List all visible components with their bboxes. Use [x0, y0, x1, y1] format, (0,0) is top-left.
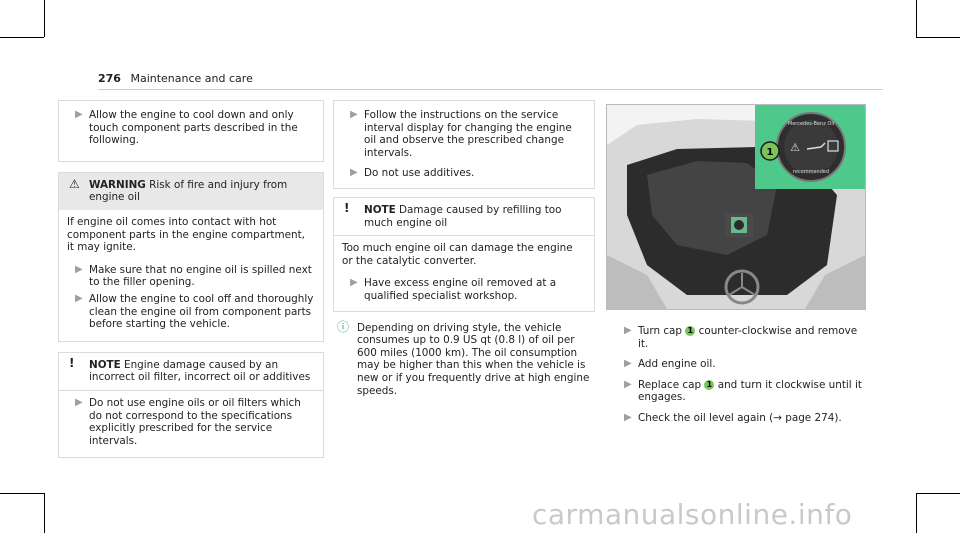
- warning-header: ⚠ WARNING Risk of fire and injury from e…: [59, 172, 323, 210]
- cap-recommended-text: recommended: [793, 169, 829, 175]
- info-icon: ⓘ: [337, 319, 350, 334]
- arrow-icon: ▶: [75, 396, 83, 408]
- callout-marker: [760, 141, 780, 161]
- arrow-icon: ▶: [75, 263, 83, 275]
- list-item: ▶ Allow the engine to cool off and thoro…: [75, 292, 314, 331]
- steps-panel: ▶ Follow the instructions on the service…: [333, 100, 595, 189]
- warning-triangle-icon: ⚠: [69, 176, 80, 191]
- warning-box: ⚠ WARNING Risk of fire and injury from e…: [58, 171, 324, 342]
- exclamation-icon: !: [69, 355, 75, 370]
- list-item: ▶ Replace cap 1 and turn it clockwise un…: [624, 378, 862, 404]
- oil-cap-inset: Mercedes-Benz Oil recommended ⚠ 1: [755, 105, 865, 189]
- arrow-icon: ▶: [624, 411, 632, 423]
- list-item: ▶ Turn cap 1 counter-clockwise and remov…: [624, 325, 858, 350]
- note-box: ! NOTE Damage caused by refilling too mu…: [333, 196, 595, 312]
- crop-mark: [916, 0, 917, 37]
- warning-triangle-icon: ⚠: [790, 141, 800, 154]
- note-header: ! NOTE Engine damage caused by an incorr…: [59, 352, 323, 391]
- arrow-icon: ▶: [75, 292, 83, 304]
- page-reference-link[interactable]: → page 274).: [773, 411, 842, 424]
- crop-mark: [916, 37, 960, 38]
- header-divider: [98, 89, 883, 90]
- arrow-icon: ▶: [75, 109, 83, 120]
- list-item: ▶ Have excess engine oil removed at a qu…: [350, 277, 557, 302]
- list-item: ▶ Do not use additives.: [350, 167, 475, 180]
- info-note: ⓘ Depending on driving style, the vehicl…: [337, 319, 590, 397]
- crop-mark: [0, 493, 44, 494]
- callout-badge: 1: [704, 379, 715, 390]
- list-item: ▶ Check the oil level again (→ page 274)…: [624, 411, 842, 424]
- arrow-icon: ▶: [624, 378, 632, 390]
- exclamation-icon: !: [344, 200, 350, 215]
- crop-mark: [0, 37, 44, 38]
- manual-book-icon: [827, 140, 839, 152]
- arrow-icon: ▶: [624, 358, 632, 370]
- oil-can-icon: [806, 142, 826, 150]
- page-number: 276: [98, 72, 121, 85]
- list-item: ▶ Allow the engine to cool down and only…: [75, 109, 298, 147]
- list-item: ▶ Add engine oil.: [624, 358, 716, 371]
- cap-brand-text: Mercedes-Benz Oil: [788, 121, 834, 127]
- crop-mark: [44, 0, 45, 37]
- crop-mark: [916, 493, 960, 494]
- note-header: ! NOTE Damage caused by refilling too mu…: [334, 197, 594, 237]
- warning-body: If engine oil comes into contact with ho…: [67, 215, 305, 254]
- arrow-icon: ▶: [624, 325, 632, 336]
- page-header: 276 Maintenance and care: [98, 72, 253, 85]
- list-item: ▶ Follow the instructions on the service…: [350, 109, 572, 159]
- note-body: Too much engine oil can damage the engin…: [342, 242, 573, 267]
- crop-mark: [44, 493, 45, 533]
- column-1: ▶ Allow the engine to cool down and only…: [58, 100, 324, 459]
- intro-step-panel: ▶ Allow the engine to cool down and only…: [58, 100, 324, 162]
- crop-mark: [916, 493, 917, 533]
- list-item: ▶ Do not use engine oils or oil filters …: [75, 396, 301, 447]
- arrow-icon: ▶: [350, 277, 358, 289]
- column-2: ▶ Follow the instructions on the service…: [333, 100, 595, 397]
- arrow-icon: ▶: [350, 167, 358, 179]
- note-box: ! NOTE Engine damage caused by an incorr…: [58, 351, 324, 459]
- column-3: ▶ Turn cap 1 counter-clockwise and remov…: [608, 325, 868, 425]
- arrow-icon: ▶: [350, 109, 358, 120]
- watermark: carmanualsonline.info: [532, 498, 853, 531]
- callout-badge: 1: [685, 326, 696, 336]
- list-item: ▶ Make sure that no engine oil is spille…: [75, 263, 312, 289]
- section-title: Maintenance and care: [130, 72, 253, 85]
- engine-compartment-image: Mercedes-Benz Oil recommended ⚠ 1: [606, 104, 866, 310]
- callout-number: 1: [767, 147, 774, 158]
